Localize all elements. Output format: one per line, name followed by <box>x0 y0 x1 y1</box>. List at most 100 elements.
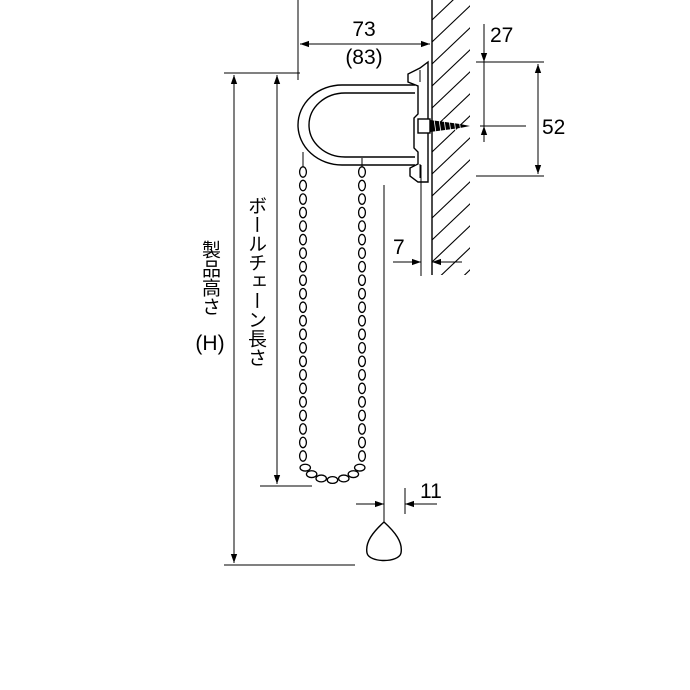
chain-bead <box>298 287 308 300</box>
dim-chain-length: ボールチェーン長さ <box>245 72 312 487</box>
hatch-line <box>432 115 470 153</box>
hatch-line <box>432 312 472 350</box>
chain-bead <box>298 166 308 178</box>
screw-thread <box>458 118 462 134</box>
hatch-line <box>432 225 470 263</box>
dim-width: 73 (83) <box>297 0 430 80</box>
chain-bead <box>357 396 367 408</box>
chain-bead <box>347 470 360 479</box>
product-height-unit: (H) <box>195 332 224 355</box>
chain-bead <box>298 260 308 273</box>
chain-bead <box>326 475 339 485</box>
chain-bead <box>298 206 308 219</box>
ball-chain <box>298 152 367 485</box>
screw-thread <box>448 118 452 134</box>
chain-bead <box>298 409 308 422</box>
chain-bead <box>357 287 367 300</box>
hatch-line <box>463 269 470 275</box>
chain-bead <box>298 247 308 259</box>
chain-bead <box>357 301 367 314</box>
chain-bead <box>357 220 367 232</box>
chain-bead <box>357 436 367 449</box>
chain-bead <box>315 474 328 483</box>
chain-bead <box>298 301 308 314</box>
screw-thread <box>433 118 437 134</box>
chain-bead <box>298 341 308 354</box>
hatch-line <box>432 159 470 197</box>
chain-bead <box>298 328 308 341</box>
hatch-line <box>432 0 454 21</box>
chain-bead <box>357 450 367 462</box>
wall <box>431 0 472 350</box>
chain-bead <box>357 382 367 395</box>
dim-27-label: 27 <box>490 24 513 47</box>
chain-bead <box>357 341 367 354</box>
hatch-line <box>432 290 472 328</box>
chain-bead <box>298 450 308 462</box>
chain-bead <box>357 179 367 192</box>
hatch-line <box>432 27 470 65</box>
chain-bead <box>357 274 367 287</box>
chain-bead <box>298 314 308 327</box>
chain-bead <box>357 328 367 341</box>
chain-bead <box>298 355 308 368</box>
hatch-line <box>432 203 470 241</box>
chain-bead <box>298 220 308 232</box>
product-height-label: 製品高さ <box>199 240 221 316</box>
dim-bracket-height: 52 <box>476 64 565 177</box>
hatch-line <box>432 49 470 87</box>
pull-cord <box>366 185 402 562</box>
hatch-line <box>440 247 470 275</box>
dim-top-offset: 27 <box>476 24 544 142</box>
chain-bead <box>298 382 308 395</box>
screw-head <box>417 118 431 134</box>
dim-wall-gap: 7 <box>393 165 462 276</box>
chain-length-label: ボールチェーン長さ <box>245 196 267 367</box>
hatch-line <box>432 5 470 43</box>
screw-thread <box>443 118 447 134</box>
screw-icon <box>417 118 470 134</box>
headrail-inner <box>308 92 415 158</box>
headrail <box>297 84 415 166</box>
chain-bead <box>357 314 367 327</box>
dim-width-main: 73 <box>352 18 375 41</box>
chain-bead <box>357 409 367 422</box>
chain-bead <box>298 193 308 205</box>
chain-bead <box>298 233 308 246</box>
dim-product-height: 製品高さ (H) <box>195 72 355 566</box>
bracket-body <box>407 60 429 183</box>
chain-bead <box>357 260 367 273</box>
chain-bead <box>298 369 308 381</box>
chain-bead <box>357 233 367 246</box>
chain-bead <box>337 474 350 483</box>
chain-bead <box>298 436 308 449</box>
hatch-line <box>432 137 470 175</box>
headrail-outer <box>297 84 415 166</box>
chain-bead <box>353 463 366 472</box>
chain-bead <box>357 247 367 259</box>
hatch-line <box>432 181 470 219</box>
chain-bead <box>357 369 367 381</box>
dim-7-label: 7 <box>393 236 405 259</box>
wall-hatching <box>432 0 472 350</box>
screw-thread <box>453 118 457 134</box>
chain-bead <box>298 423 308 435</box>
chain-bead <box>357 355 367 368</box>
chain-bead <box>357 166 367 178</box>
hatch-line <box>432 71 470 109</box>
chain-bead <box>357 423 367 435</box>
cord-weight <box>366 521 402 562</box>
dim-width-alt: (83) <box>345 46 382 69</box>
chain-bead <box>298 396 308 408</box>
screw-thread <box>438 118 442 134</box>
chain-bead <box>298 179 308 192</box>
chain-bead <box>299 463 312 472</box>
dim-52-label: 52 <box>542 116 565 139</box>
chain-bead <box>357 193 367 205</box>
dim-11-label: 11 <box>420 480 442 503</box>
dim-cord-offset: 11 <box>356 480 442 514</box>
chain-bead <box>305 470 318 479</box>
chain-bead <box>357 206 367 219</box>
